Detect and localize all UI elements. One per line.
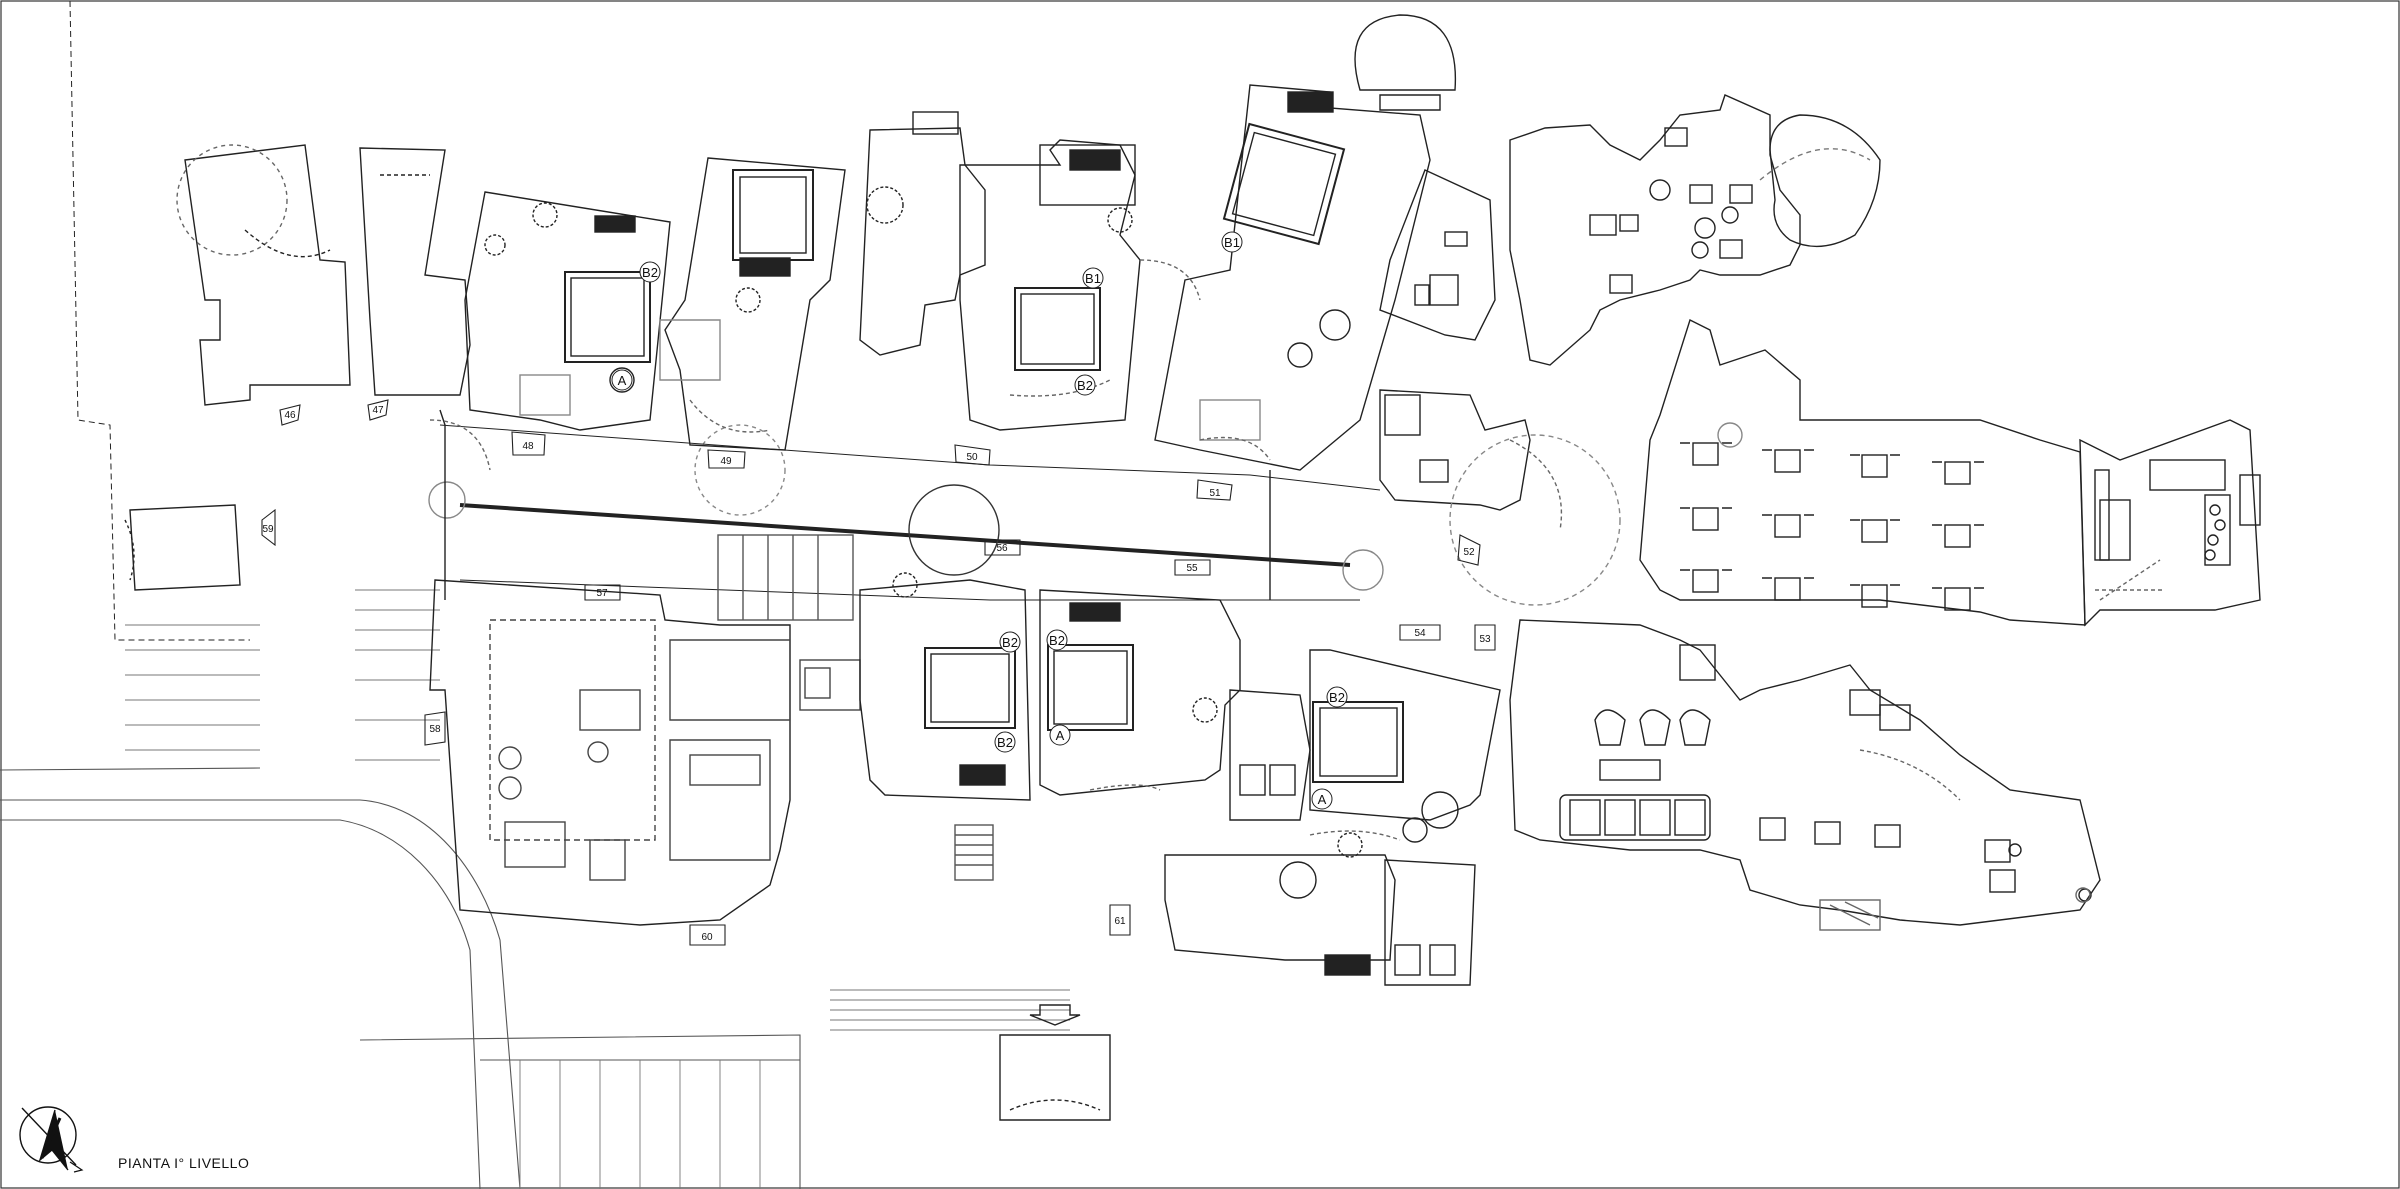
unit-b1-b2-north [959, 139, 1141, 431]
unit-south-lower [1164, 854, 1396, 961]
site-boundary [69, 0, 250, 641]
entrance-number: 53 [1479, 634, 1491, 645]
unit-b1-north-big [1154, 84, 1431, 471]
unit-b2-south-c [1309, 649, 1501, 821]
paving [125, 589, 1070, 1189]
room-label-marker: A [1049, 724, 1071, 746]
building-a [184, 144, 351, 406]
room-label-marker: B2 [1046, 629, 1068, 651]
drawing-title: PIANTA I° LIVELLO [118, 1155, 250, 1171]
room-label: A [1318, 792, 1327, 807]
lounge-furniture-north [1589, 127, 1753, 294]
entrance-number: 56 [996, 543, 1008, 554]
bath-south-lower [1384, 859, 1476, 986]
room-label-marker: B2 [639, 261, 661, 283]
unit-southwest [429, 579, 791, 926]
terrace-round [1769, 114, 1881, 248]
entrance-numbers: 46 47 48 49 50 51 52 53 54 55 56 57 58 5… [262, 405, 1491, 943]
room-label-marker: B1 [1221, 231, 1243, 253]
entrance-number: 54 [1414, 628, 1426, 639]
room-label: B2 [1077, 378, 1093, 393]
entrance-number: 52 [1463, 547, 1475, 558]
entrance-number: 48 [522, 441, 534, 452]
storage-block-left [129, 504, 241, 591]
bath-south-mid [1229, 689, 1311, 821]
entrance-number: 47 [372, 405, 384, 416]
entrance-number: 49 [720, 456, 732, 467]
room-label-marker: B2 [994, 731, 1016, 753]
unit-b2-south-b [1039, 589, 1241, 796]
dining-hall [1639, 319, 2086, 626]
room-label-marker: B2 [1074, 374, 1096, 396]
room-label-marker: B1 [1082, 267, 1104, 289]
entrance-number: 60 [701, 932, 713, 943]
kitchen [2079, 419, 2261, 627]
room-labels: B2 A B1 B2 B1 B2 B2 B2 A B2 A [611, 231, 1348, 810]
room-label: B2 [1002, 635, 1018, 650]
corridor-wall-1 [439, 409, 1271, 600]
unit-b2-south-a [859, 579, 1031, 801]
entrance-number: 51 [1209, 488, 1221, 499]
entrance-number: 46 [284, 410, 296, 421]
unit-b2-a-north [464, 191, 671, 431]
room-label-marker: B2 [1326, 686, 1348, 708]
room-label: A [618, 373, 627, 388]
room-label: B2 [997, 735, 1013, 750]
entrance-markers [261, 399, 1496, 946]
room-label: B2 [642, 265, 658, 280]
room-label-marker: B2 [999, 631, 1021, 653]
room-label: B1 [1224, 235, 1240, 250]
entrance-number: 57 [596, 588, 608, 599]
lounge-north [1509, 94, 1801, 366]
room-label-marker: A [1311, 788, 1333, 810]
round-bath [1354, 14, 1457, 91]
entrance-number: 59 [262, 524, 274, 535]
building-b [359, 147, 471, 396]
corridor-main [459, 503, 1351, 567]
stairs-center [717, 534, 994, 881]
room-label: A [1056, 728, 1065, 743]
entrance-pavilion [999, 1034, 1111, 1121]
north-arrow-icon [19, 1106, 84, 1173]
dining-tables [1680, 442, 1984, 611]
entrance-number: 50 [966, 452, 978, 463]
lounge-seating-east [1559, 644, 2092, 902]
unit-southwest-interior [489, 619, 861, 881]
bath-block-north [1379, 169, 1496, 341]
room-label-marker: A [611, 369, 633, 391]
service-block [1379, 389, 1531, 511]
entrance-number: 61 [1114, 916, 1126, 927]
entrance-number: 55 [1186, 563, 1198, 574]
entrance-number: 58 [429, 724, 441, 735]
unit-b1-north-a [664, 157, 846, 451]
room-label: B2 [1329, 690, 1345, 705]
unit-north-c [859, 127, 986, 356]
room-label: B1 [1085, 271, 1101, 286]
room-label: B2 [1049, 633, 1065, 648]
lounge-east [1509, 619, 2101, 926]
